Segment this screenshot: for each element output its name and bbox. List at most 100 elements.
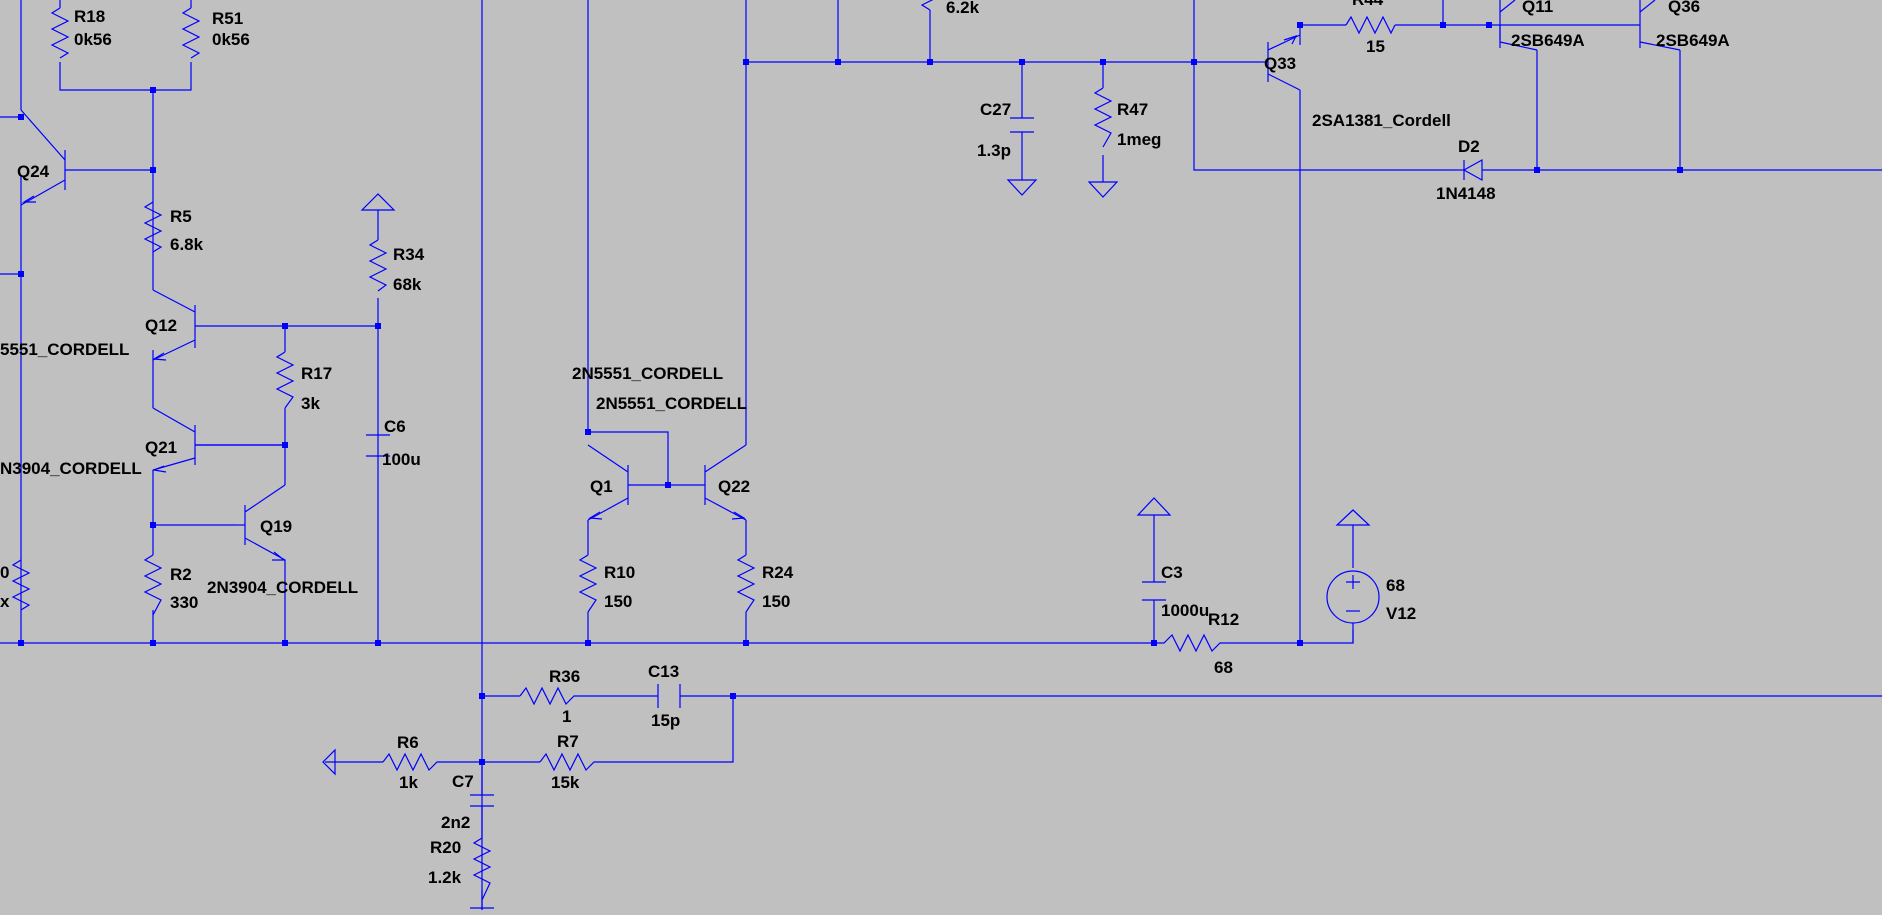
label-q33: Q33: [1264, 54, 1296, 73]
resistor-r17: [275, 351, 295, 409]
label-c13-value: 15p: [651, 711, 680, 730]
transistor-q21: [151, 407, 285, 473]
ground-r47: [1087, 181, 1119, 198]
label-r12: R12: [1208, 610, 1239, 629]
transistor-q1: [587, 444, 629, 521]
label-r6: R6: [397, 733, 419, 752]
label-q1: Q1: [590, 477, 613, 496]
transistor-q12: [152, 289, 285, 361]
resistor-r36: [519, 686, 600, 706]
label-r44: R44: [1352, 0, 1384, 9]
label-d2: D2: [1458, 137, 1480, 156]
label-r12-value: 68: [1214, 658, 1233, 677]
transistor-q19: [235, 484, 286, 572]
label-r7-value: 15k: [551, 773, 580, 792]
resistor-r12: [1153, 633, 1252, 653]
label-c3-value: 1000u: [1161, 601, 1209, 620]
diode-d2: [1455, 158, 1483, 182]
label-q12-model: 5551_CORDELL: [0, 340, 129, 359]
label-r10-value: 150: [604, 592, 632, 611]
label-r24: R24: [762, 563, 794, 582]
resistor-r18: [50, 7, 70, 59]
label-q36: Q36: [1668, 0, 1700, 16]
label-r17: R17: [301, 364, 332, 383]
label-q22: Q22: [718, 477, 750, 496]
resistor-r44: [1345, 15, 1396, 35]
label-q36-model: 2SB649A: [1656, 31, 1730, 50]
label-top-res-value: 6.2k: [946, 0, 980, 17]
label-r10: R10: [604, 563, 635, 582]
label-left-frag-top: 0: [0, 563, 9, 582]
label-r18: R18: [74, 7, 105, 26]
label-r5-value: 6.8k: [170, 235, 204, 254]
label-c7-value: 2n2: [441, 813, 470, 832]
label-v12-value: 68: [1386, 576, 1405, 595]
label-c6-value: 100u: [382, 450, 421, 469]
resistor-r7: [539, 752, 600, 772]
label-v12: V12: [1386, 604, 1416, 623]
ground-c27: [1006, 179, 1038, 196]
label-r7: R7: [557, 732, 579, 751]
resistor-left: [11, 559, 31, 611]
label-d2-model: 1N4148: [1436, 184, 1496, 203]
capacitor-c13: [657, 684, 681, 708]
label-r36: R36: [549, 667, 580, 686]
supply-r34: [360, 193, 396, 211]
resistor-r51: [181, 7, 201, 59]
label-q19-model: 2N3904_CORDELL: [207, 578, 358, 597]
label-q19: Q19: [260, 517, 292, 536]
label-q11-model: 2SB649A: [1511, 31, 1585, 50]
label-c13: C13: [648, 662, 679, 681]
label-r2: R2: [170, 565, 192, 584]
label-r20: R20: [430, 838, 461, 857]
label-r24-value: 150: [762, 592, 790, 611]
label-q21: Q21: [145, 438, 177, 457]
resistor-r10: [578, 554, 598, 613]
resistor-top: [920, 0, 934, 11]
label-r18-value: 0k56: [74, 30, 112, 49]
label-q12: Q12: [145, 316, 177, 335]
resistors: [11, 0, 1396, 901]
label-r36-value: 1: [562, 707, 571, 726]
resistor-r5: [143, 201, 163, 253]
label-c27-value: 1.3p: [977, 141, 1011, 160]
transistors: [20, 0, 1681, 572]
voltage-source-v12: [1326, 570, 1380, 643]
label-r51: R51: [212, 9, 243, 28]
label-r20-value: 1.2k: [428, 868, 462, 887]
label-q22-model: 2N5551_CORDELL: [596, 394, 747, 413]
capacitor-c7: [470, 794, 494, 807]
capacitor-c27: [1010, 117, 1034, 133]
label-r34-value: 68k: [393, 275, 422, 294]
transistor-q11: [1499, 0, 1538, 51]
label-c27: C27: [980, 100, 1011, 119]
transistor-q33: [1267, 34, 1301, 91]
label-r51-value: 0k56: [212, 30, 250, 49]
resistor-r47: [1093, 87, 1113, 148]
label-r34: R34: [393, 245, 425, 264]
capacitors: [366, 117, 1166, 807]
capacitor-c6: [366, 434, 390, 457]
label-r2-value: 330: [170, 593, 198, 612]
supply-v12: [1335, 509, 1371, 526]
resistor-r20: [472, 837, 492, 901]
resistor-r24: [736, 554, 756, 613]
label-r47-value: 1meg: [1117, 130, 1161, 149]
label-c3: C3: [1161, 563, 1183, 582]
label-q21-model: N3904_CORDELL: [0, 459, 142, 478]
label-r17-value: 3k: [301, 394, 320, 413]
power-symbols: [322, 179, 1371, 909]
label-c7: C7: [452, 772, 474, 791]
label-r44-value: 15: [1366, 37, 1385, 56]
transistor-q22: [704, 444, 747, 521]
label-r6-value: 1k: [399, 773, 418, 792]
label-r47: R47: [1117, 100, 1148, 119]
resistor-r6: [382, 752, 441, 772]
resistor-r2: [143, 554, 163, 616]
capacitor-c3: [1142, 581, 1166, 601]
label-q11: Q11: [1522, 0, 1553, 16]
transistor-q24: [20, 109, 66, 206]
